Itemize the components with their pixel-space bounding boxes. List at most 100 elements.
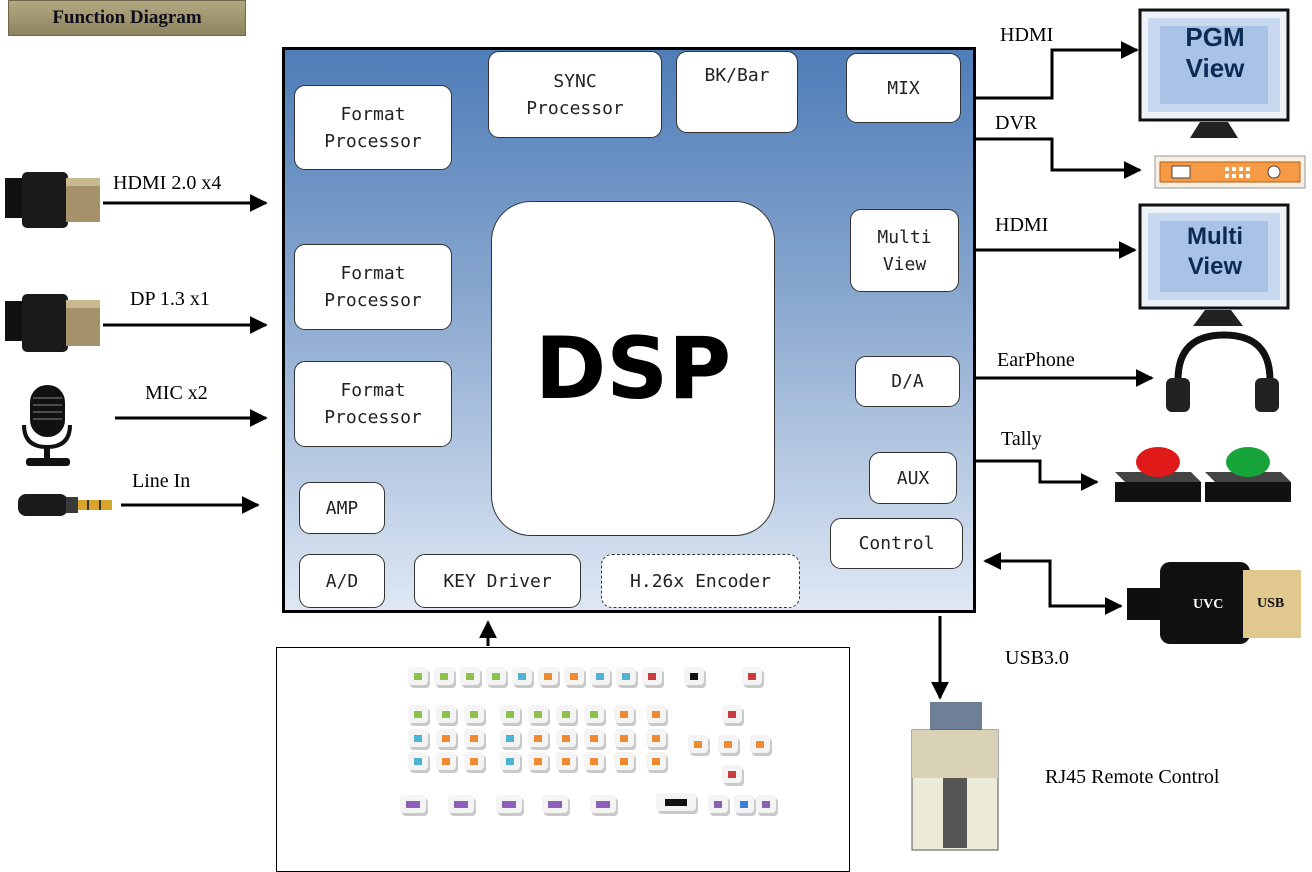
- console-key: [500, 752, 520, 770]
- console-key: [486, 667, 506, 685]
- console-key: [496, 795, 522, 813]
- console-key: [464, 752, 484, 770]
- console-key: [556, 705, 576, 723]
- console-key: [688, 735, 708, 753]
- console-key: [556, 752, 576, 770]
- pgm-hdmi-arrow: [976, 41, 1139, 100]
- mix-block: MIX: [846, 53, 961, 123]
- earphone-label: EarPhone: [997, 349, 1075, 371]
- tally-green-light-icon: [1205, 447, 1291, 502]
- console-key: [538, 667, 558, 685]
- multiview-monitor-icon: [1138, 203, 1290, 326]
- console-key: [408, 705, 428, 723]
- console-key: [564, 667, 584, 685]
- sync-processor: SYNC Processor: [488, 51, 662, 138]
- console-key: [436, 752, 456, 770]
- console-key: [448, 795, 474, 813]
- dvr-arrow: [976, 137, 1142, 179]
- console-key: [614, 752, 634, 770]
- dvr-device-icon: [1154, 155, 1306, 189]
- rj45-plug-icon: [911, 702, 999, 851]
- console-key: [408, 667, 428, 685]
- console-key: [642, 667, 662, 685]
- console-key: [584, 752, 604, 770]
- console-key: [590, 667, 610, 685]
- da-block: D/A: [855, 356, 960, 407]
- console-key: [656, 793, 696, 811]
- format-processor-1: Format Processor: [294, 85, 452, 170]
- ad-block: A/D: [299, 554, 385, 608]
- console-key: [718, 735, 738, 753]
- console-key: [408, 752, 428, 770]
- mic-input-label: MIC x2: [145, 382, 208, 404]
- console-key: [616, 667, 636, 685]
- key-driver-block: KEY Driver: [414, 554, 581, 608]
- pgm-hdmi-label: HDMI: [1000, 24, 1054, 46]
- console-key: [722, 765, 742, 783]
- usb-uvc-device-icon: [1127, 562, 1301, 644]
- console-key: [464, 729, 484, 747]
- hdmi-input-label: HDMI 2.0 x4: [113, 172, 222, 194]
- hdmi-connector-icon: [5, 172, 100, 228]
- console-key: [500, 705, 520, 723]
- console-key: [400, 795, 426, 813]
- tally-arrow: [976, 459, 1099, 491]
- console-key: [500, 729, 520, 747]
- usb-label: USB: [1257, 596, 1285, 611]
- console-key: [528, 729, 548, 747]
- dsp-core: DSP: [491, 201, 775, 536]
- pgm-monitor-icon: [1138, 8, 1290, 138]
- usb-arrow: [983, 552, 1123, 615]
- console-key: [614, 729, 634, 747]
- dp-connector-icon: [5, 294, 100, 352]
- console-key: [460, 667, 480, 685]
- console-key: [750, 735, 770, 753]
- console-key: [742, 667, 762, 685]
- console-key: [556, 729, 576, 747]
- multiview-block: Multi View: [850, 209, 959, 292]
- console-key: [590, 795, 616, 813]
- h26x-encoder-block: H.26x Encoder: [601, 554, 800, 608]
- dp-input-label: DP 1.3 x1: [130, 288, 210, 310]
- console-key: [756, 795, 776, 813]
- console-key: [408, 729, 428, 747]
- line-input-label: Line In: [132, 470, 191, 492]
- earphone-icon: [1166, 331, 1279, 412]
- tally-label: Tally: [1001, 428, 1042, 450]
- console-key: [512, 667, 532, 685]
- console-key: [646, 705, 666, 723]
- console-key: [708, 795, 728, 813]
- control-block: Control: [830, 518, 963, 569]
- console-key: [436, 705, 456, 723]
- console-key: [542, 795, 568, 813]
- format-processor-3: Format Processor: [294, 361, 452, 447]
- console-key: [614, 705, 634, 723]
- console-key: [434, 667, 454, 685]
- multiview-hdmi-label: HDMI: [995, 214, 1049, 236]
- dsp-panel: Format Processor Format Processor Format…: [282, 47, 976, 613]
- line-in-jack-icon: [18, 494, 112, 516]
- console-key: [436, 729, 456, 747]
- console-key: [722, 705, 742, 723]
- dvr-label: DVR: [995, 112, 1038, 134]
- console-key: [464, 705, 484, 723]
- console-key: [734, 795, 754, 813]
- console-key: [646, 729, 666, 747]
- rj45-label: RJ45 Remote Control: [1045, 766, 1220, 788]
- format-processor-2: Format Processor: [294, 244, 452, 330]
- tally-red-light-icon: [1115, 447, 1201, 502]
- amp-block: AMP: [299, 482, 385, 534]
- console-key: [646, 752, 666, 770]
- console-key: [528, 752, 548, 770]
- uvc-label: UVC: [1193, 597, 1224, 612]
- usb3-label: USB3.0: [1005, 647, 1069, 669]
- console-key: [584, 705, 604, 723]
- diagram-title: Function Diagram: [8, 0, 246, 36]
- console-key: [584, 729, 604, 747]
- console-key: [528, 705, 548, 723]
- microphone-icon: [22, 385, 72, 466]
- console-key: [684, 667, 704, 685]
